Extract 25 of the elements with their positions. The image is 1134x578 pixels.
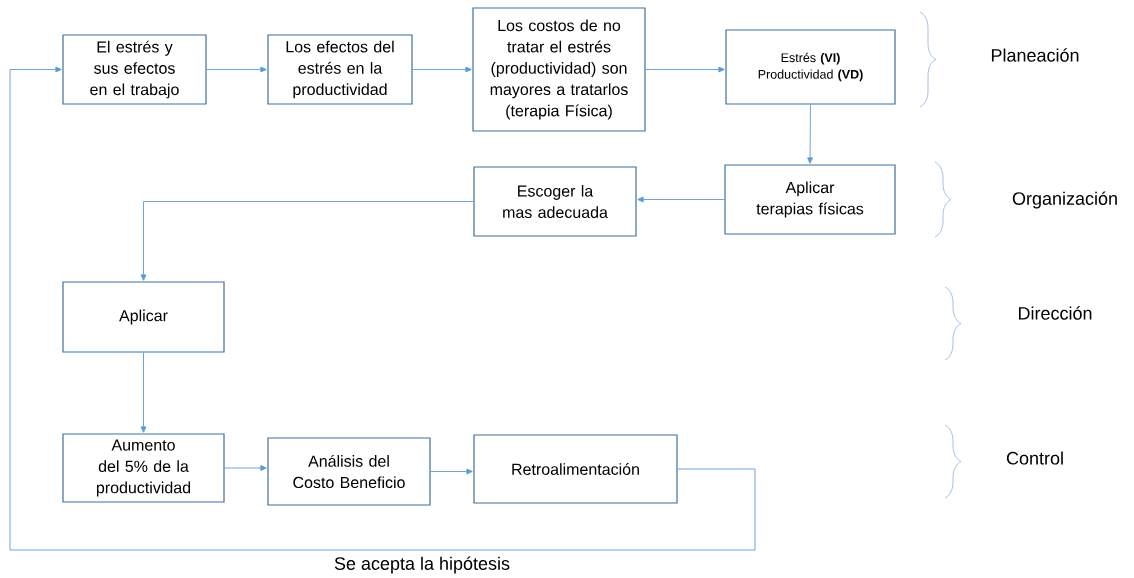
arrow xyxy=(430,468,473,475)
arrow xyxy=(637,196,725,203)
process-box: Los efectos del estrés en la productividad xyxy=(267,34,413,105)
arrow xyxy=(645,66,725,73)
process-box: Los costos de no tratar el estrés (productividad) son mayores a tratarlos (terapia Física) xyxy=(472,7,646,132)
arrow xyxy=(140,352,147,433)
arrow xyxy=(807,104,813,164)
process-box: Aplicar xyxy=(62,281,225,353)
arrow xyxy=(224,465,267,471)
arrow xyxy=(9,66,756,551)
process-box: Análisis del Costo Beneficio xyxy=(267,437,431,506)
process-box: El estrés y sus efectos en el trabajo xyxy=(62,34,207,105)
process-box: Escoger la mas adecuada xyxy=(473,166,637,237)
phase-label: Organización xyxy=(1012,191,1117,209)
process-box: Aumento del 5% de la productividad xyxy=(62,433,225,503)
process-box: Estrés (VI) Productividad (VD) xyxy=(725,29,896,105)
arrow xyxy=(412,66,472,73)
edge-label: Se acepta la hipótesis xyxy=(332,555,512,575)
arrow xyxy=(140,201,474,281)
phase-label: Control xyxy=(1006,451,1063,465)
arrow xyxy=(206,66,267,73)
phase-label: Planeación xyxy=(991,48,1079,62)
phase-label: Dirección xyxy=(1019,306,1092,320)
process-box: Retroalimentación xyxy=(473,434,678,504)
process-box: Aplicar terapias físicas xyxy=(724,164,896,235)
